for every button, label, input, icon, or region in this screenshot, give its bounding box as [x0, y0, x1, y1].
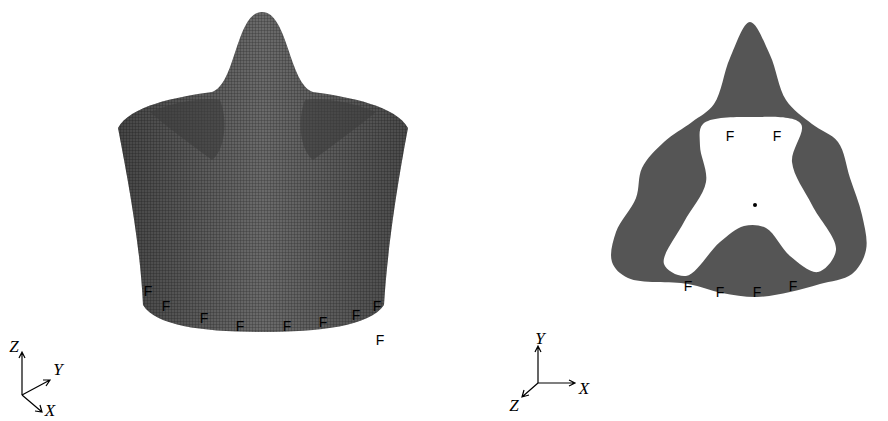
fixed-support-label: F: [684, 279, 693, 293]
fixed-support-label: F: [200, 311, 209, 325]
axis-label: Z: [9, 338, 18, 355]
shell-opening: [664, 117, 836, 276]
shell-outline: [611, 22, 867, 297]
inner-shoulder: [150, 99, 224, 160]
axis-triad: [522, 346, 575, 397]
fixed-support-label: F: [162, 299, 171, 313]
fixed-support-label: F: [236, 319, 245, 333]
axis-label: X: [579, 380, 589, 397]
fixed-support-label: F: [773, 129, 782, 143]
center-dot: [753, 203, 757, 207]
fixed-support-label: F: [352, 308, 361, 322]
shell-shading: [118, 12, 408, 332]
shell-3d-view: [118, 12, 408, 332]
fixed-support-label: F: [319, 315, 328, 329]
fixed-support-label: F: [726, 129, 735, 143]
fixed-support-label: F: [283, 319, 292, 333]
fixed-support-label: F: [789, 279, 798, 293]
shell-top-view: [611, 22, 867, 297]
axis-label: Y: [53, 361, 62, 378]
fixed-support-label: F: [373, 299, 382, 313]
fixed-support-label: F: [716, 285, 725, 299]
shell-surface: [118, 12, 408, 332]
axis-label: Z: [509, 397, 518, 414]
fixed-support-label: F: [753, 285, 762, 299]
inner-shoulder: [301, 99, 376, 160]
fixed-support-label: F: [376, 333, 385, 347]
fixed-support-label: F: [144, 284, 153, 298]
axis-label: Y: [535, 330, 544, 347]
axis-label: X: [45, 402, 55, 419]
